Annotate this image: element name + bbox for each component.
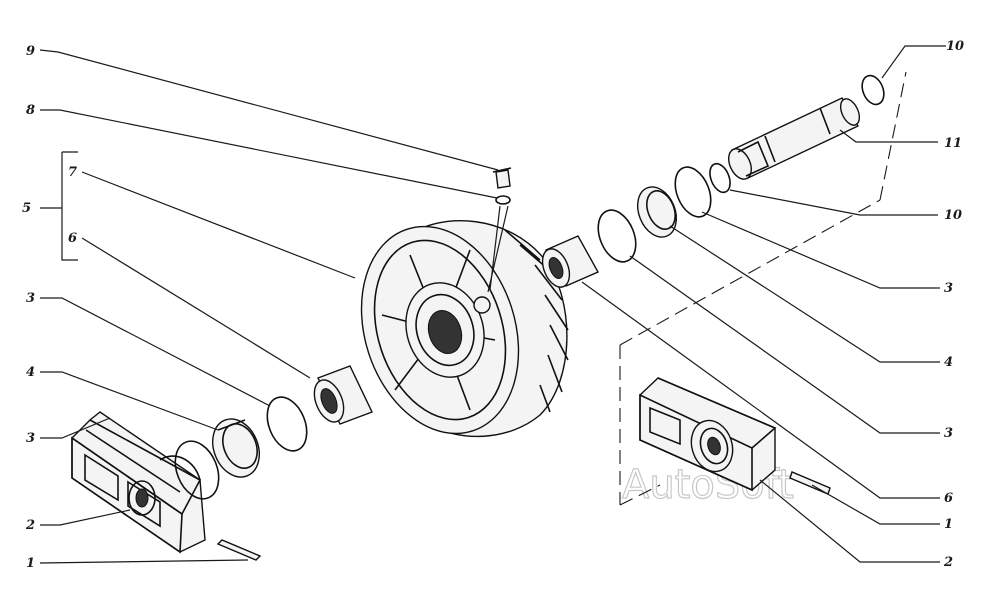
shaft-ring-outer <box>861 74 885 106</box>
label-8: 8 <box>26 103 35 118</box>
left-seal-ring-outer <box>174 440 220 500</box>
shaft-ring-inner <box>709 162 731 194</box>
label-5: 5 <box>22 201 31 216</box>
label-9: 9 <box>26 44 35 59</box>
label-1-left: 1 <box>26 556 35 571</box>
right-pin <box>789 471 831 495</box>
plug-assembly-line <box>487 205 509 293</box>
part-labels: 9 8 7 5 6 3 4 3 2 1 10 11 10 3 4 3 6 1 2 <box>22 39 964 571</box>
right-seal-ring <box>674 166 712 218</box>
left-bearing-cup <box>212 418 260 478</box>
plug-washer <box>495 195 511 205</box>
label-7: 7 <box>68 165 77 180</box>
right-o-ring <box>597 209 637 263</box>
label-10-mid: 10 <box>944 208 962 223</box>
right-bearing-cup <box>636 186 678 238</box>
label-6-right: 6 <box>944 491 953 506</box>
label-10-top: 10 <box>946 39 964 54</box>
left-pin <box>216 539 262 561</box>
label-3-left-lower: 3 <box>26 431 35 446</box>
label-11: 11 <box>944 136 962 151</box>
drain-plug <box>492 167 512 189</box>
label-1-right: 1 <box>944 517 953 532</box>
label-3-right-lower: 3 <box>944 426 953 441</box>
label-2-left: 2 <box>25 518 35 533</box>
right-bushing <box>541 235 599 288</box>
label-2-right: 2 <box>943 555 953 570</box>
label-6-left: 6 <box>68 231 77 246</box>
idler-wheel <box>360 220 569 438</box>
assembly-axis-lines <box>619 71 907 506</box>
label-4-right: 4 <box>944 355 953 370</box>
left-bushing <box>313 365 373 425</box>
left-support-bracket <box>71 411 206 554</box>
right-support-bracket <box>639 377 777 492</box>
leader-lines <box>39 45 946 564</box>
left-o-ring <box>266 396 308 452</box>
axle-shaft <box>727 97 861 180</box>
label-3-right-upper: 3 <box>944 281 953 296</box>
label-3-left-upper: 3 <box>26 291 35 306</box>
label-4-left: 4 <box>26 365 35 380</box>
